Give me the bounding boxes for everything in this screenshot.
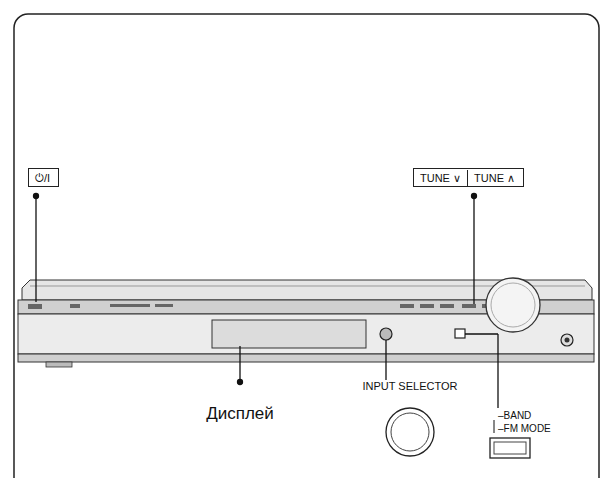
- frame: [14, 14, 599, 478]
- leader-line: [385, 340, 386, 380]
- volume-dial: [486, 278, 540, 332]
- leader-line: [239, 346, 240, 382]
- display-window: [212, 320, 366, 348]
- button-label: ⏻/I: [29, 170, 56, 186]
- button-label: TUNE ∧: [467, 170, 521, 186]
- button-label-box: ⏻/I: [28, 168, 59, 187]
- input-selector-knob: [380, 328, 392, 340]
- leader-line: [473, 196, 474, 304]
- part-label: Дисплей: [206, 404, 274, 424]
- leader-line: [465, 333, 498, 334]
- leader-line: [35, 196, 36, 302]
- button-label: TUNE ∨: [414, 170, 467, 186]
- headphone-jack: [561, 334, 573, 346]
- input-selector-detail: [386, 408, 434, 456]
- band-button: [455, 329, 465, 338]
- button-label-box: TUNE ∨TUNE ∧: [413, 168, 524, 187]
- base: [18, 354, 594, 362]
- part-label: INPUT SELECTOR: [363, 380, 458, 393]
- leader-line: [497, 334, 498, 408]
- part-label: –FM MODE: [498, 423, 551, 435]
- band-button-detail: [490, 438, 530, 458]
- part-label: –BAND: [498, 410, 531, 422]
